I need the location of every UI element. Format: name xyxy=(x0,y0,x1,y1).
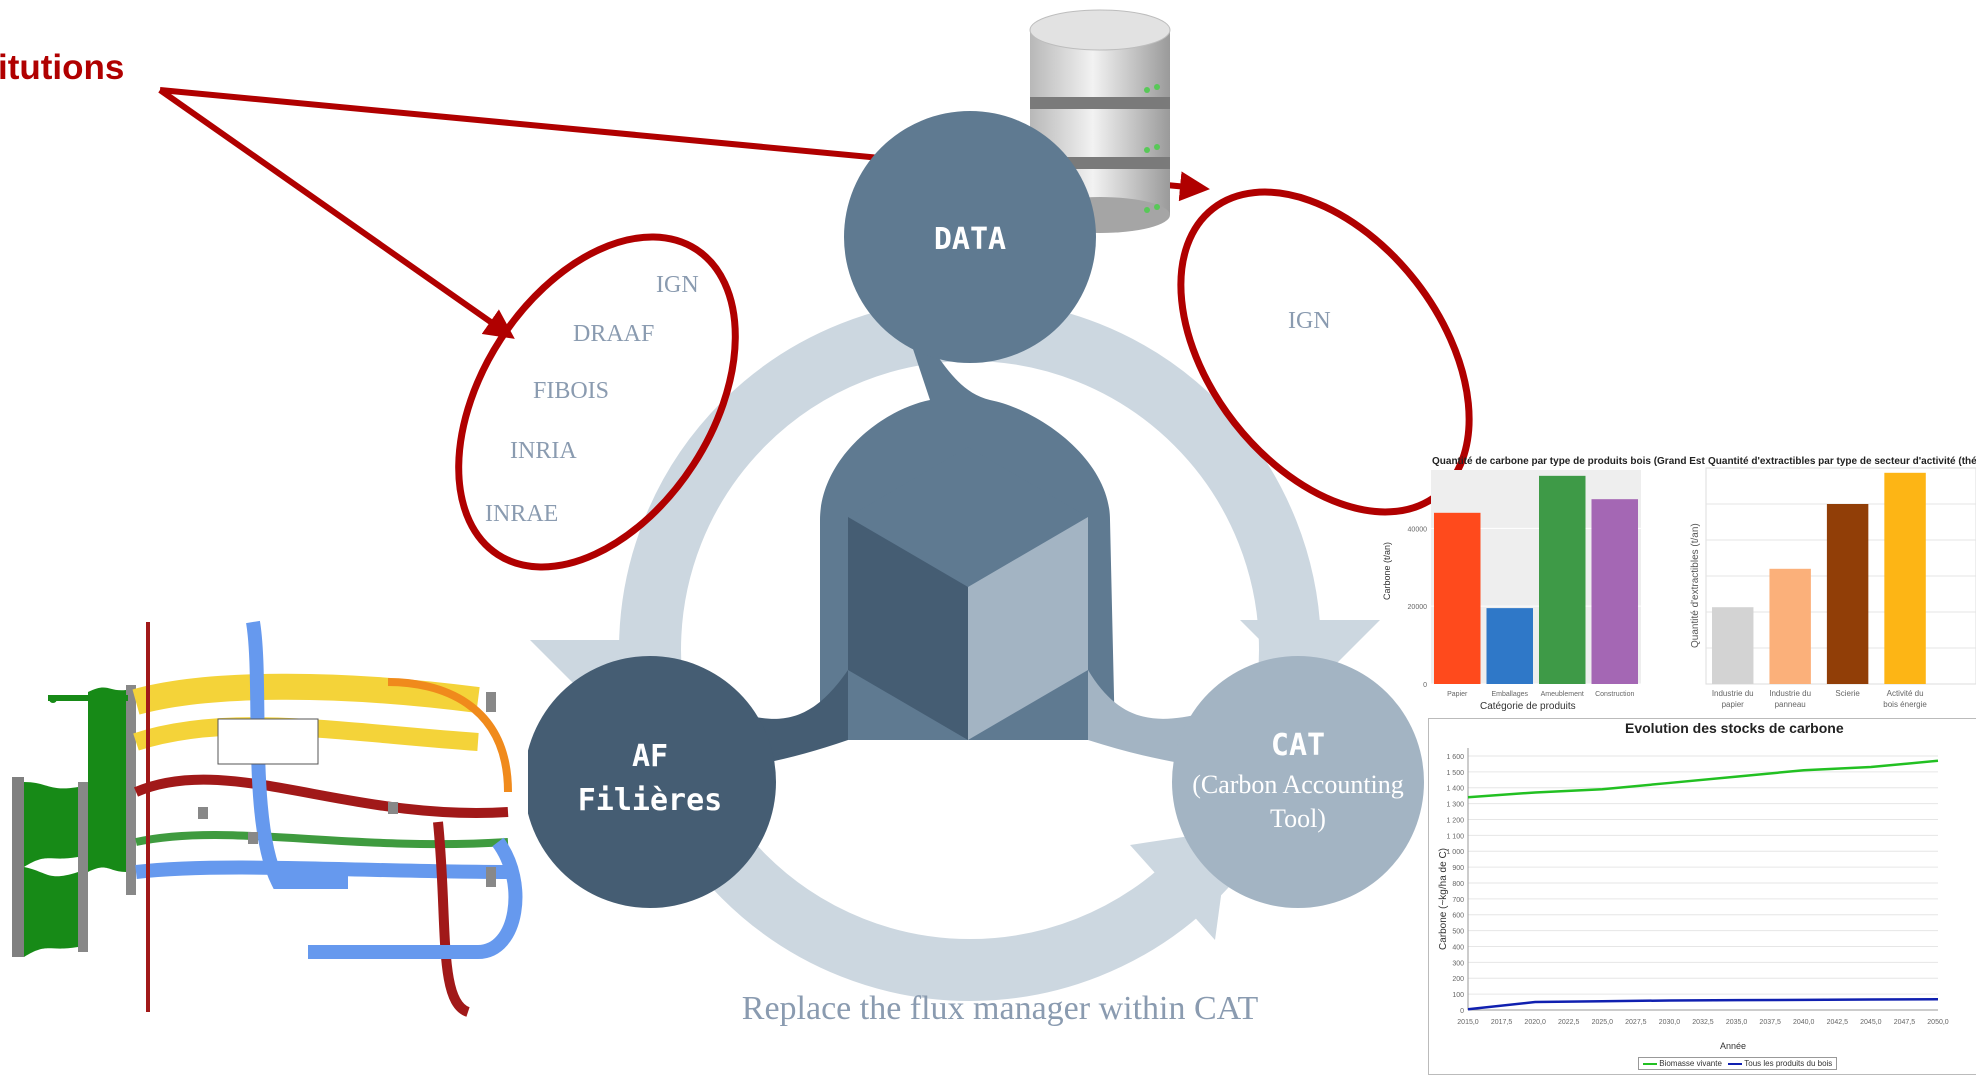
chart3-xtick: 2027,5 xyxy=(1625,1019,1647,1026)
chart3-xtick: 2015,0 xyxy=(1457,1019,1479,1026)
chart1-bar xyxy=(1591,499,1638,684)
chart3-ytick: 1 500 xyxy=(1446,770,1464,777)
left-inst-3: FIBOIS xyxy=(533,378,610,404)
chart3: 0 100 200 300 400 500 600 700 800 900 1 000 1 100 1 … xyxy=(1446,748,1949,1026)
chart3-frame xyxy=(1428,718,1976,1075)
chart2-xtick: Activité du xyxy=(1887,689,1924,698)
af-node xyxy=(524,656,776,908)
chart2-title: Quantité d'extractibles par type de sect… xyxy=(1708,456,1976,467)
chart3-xtick: 2050,0 xyxy=(1927,1019,1949,1026)
cat-node xyxy=(1172,656,1424,908)
chart3-ytick: 1 200 xyxy=(1446,817,1464,824)
chart1-ytick: 20000 xyxy=(1408,604,1428,611)
chart3-ytick: 900 xyxy=(1452,865,1464,872)
chart3-xtick: 2020,0 xyxy=(1524,1019,1546,1026)
chart3-xtick: 2042,5 xyxy=(1827,1019,1849,1026)
chart3-ytick: 500 xyxy=(1452,929,1464,936)
chart1-ytick: 0 xyxy=(1423,682,1427,689)
chart1-bar xyxy=(1539,475,1586,684)
chart3-ytick: 1 100 xyxy=(1446,833,1464,840)
chart1-xtick: Emballages xyxy=(1491,691,1528,698)
cat-node-subtitle: (Carbon Accounting Tool) xyxy=(1192,770,1404,833)
chart2-xtick: Scierie xyxy=(1835,689,1860,698)
af-node-label: AF Filières xyxy=(577,739,723,818)
chart1-xlabel: Catégorie de produits xyxy=(1480,701,1576,712)
chart1-bar xyxy=(1434,512,1481,684)
chart2-bar xyxy=(1826,504,1869,684)
chart3-xtick: 2047,5 xyxy=(1894,1019,1916,1026)
chart2-ylabel: Quantité d'extractibles (t/an) xyxy=(1690,523,1701,648)
chart2-xtick: bois énergie xyxy=(1883,700,1927,709)
chart3-xtick: 2045,0 xyxy=(1860,1019,1882,1026)
cat-node-title: CAT xyxy=(1270,728,1326,763)
chart3-ytick: 800 xyxy=(1452,881,1464,888)
left-inst-5: INRAE xyxy=(485,501,559,527)
chart3-ytick: 700 xyxy=(1452,897,1464,904)
chart2-xtick: Industrie du xyxy=(1769,689,1811,698)
chart2-bar xyxy=(1712,607,1754,684)
chart3-xtick: 2032,5 xyxy=(1692,1019,1714,1026)
sankey-thumbnail xyxy=(8,620,528,1032)
chart1-title: Quantité de carbone par type de produits… xyxy=(1432,456,1705,467)
chart3-ytick: 1 000 xyxy=(1446,849,1464,856)
chart3-xtick: 2035,0 xyxy=(1726,1019,1748,1026)
chart3-ytick: 200 xyxy=(1452,976,1464,983)
legend-label-blue: Tous les produits du bois xyxy=(1744,1059,1833,1068)
chart1-ylabel: Carbone (t/an) xyxy=(1382,541,1392,600)
chart1-xtick: Construction xyxy=(1595,691,1634,698)
chart3-xtick: 2022,5 xyxy=(1558,1019,1580,1026)
chart3-legend: Biomasse vivante Tous les produits du bo… xyxy=(1638,1057,1838,1070)
chart3-ytick: 300 xyxy=(1452,960,1464,967)
cube-left xyxy=(848,517,968,740)
chart1-bar xyxy=(1486,608,1533,684)
chart3-xtick: 2017,5 xyxy=(1491,1019,1513,1026)
data-node xyxy=(844,111,1096,363)
legend-line-green xyxy=(1643,1062,1657,1065)
cube-right xyxy=(968,517,1088,740)
left-group-ellipse xyxy=(455,233,739,571)
chart2-bar xyxy=(1769,568,1811,684)
chart2-xtick: Industrie du xyxy=(1712,689,1754,698)
chart1-xtick: Ameublement xyxy=(1541,691,1584,698)
legend-label-green: Biomasse vivante xyxy=(1659,1059,1722,1068)
chart3-xtick: 2040,0 xyxy=(1793,1019,1815,1026)
chart1-xtick: Papier xyxy=(1447,691,1468,698)
chart3-ytick: 100 xyxy=(1452,992,1464,999)
right-inst-1: IGN xyxy=(1288,308,1331,334)
chart3-xlabel: Année xyxy=(1720,1041,1747,1051)
chart3-ytick: 1 400 xyxy=(1446,786,1464,793)
institutions-label: itutions xyxy=(0,48,125,87)
chart3-series-line-0 xyxy=(1467,759,1939,799)
legend-line-blue xyxy=(1728,1062,1743,1065)
chart2-xtick: panneau xyxy=(1775,700,1806,709)
data-node-label: DATA xyxy=(933,222,1007,257)
cycle-caption: Replace the flux manager within CAT xyxy=(741,990,1259,1027)
chart1-ytick: 40000 xyxy=(1408,526,1428,533)
chart3-ytick: 1 600 xyxy=(1446,754,1464,761)
chart3-xtick: 2025,0 xyxy=(1592,1019,1614,1026)
chart3-ytick: 1 300 xyxy=(1446,802,1464,809)
chart3-xtick: 2037,5 xyxy=(1759,1019,1781,1026)
chart2-bar xyxy=(1884,472,1926,684)
chart3-series-line-1 xyxy=(1467,997,1939,1011)
chart2-xtick: papier xyxy=(1722,700,1745,709)
arrow-to-left-group xyxy=(158,87,515,339)
left-inst-4: INRIA xyxy=(510,438,577,464)
ring-arrow-right xyxy=(1240,620,1380,690)
left-inst-1: IGN xyxy=(656,272,699,298)
chart2: Industrie du papier Industrie du panneau Sci… xyxy=(1705,467,1976,709)
chart3-ytick: 600 xyxy=(1452,913,1464,920)
left-inst-2: DRAAF xyxy=(573,321,655,347)
chart3-ylabel: Carbone (~kg/ha de C) xyxy=(1438,847,1449,950)
chart3-title: Evolution des stocks de carbone xyxy=(1625,720,1844,736)
chart3-ytick: 400 xyxy=(1452,944,1464,951)
chart3-xtick: 2030,0 xyxy=(1659,1019,1681,1026)
chart3-ytick: 0 xyxy=(1460,1008,1464,1015)
